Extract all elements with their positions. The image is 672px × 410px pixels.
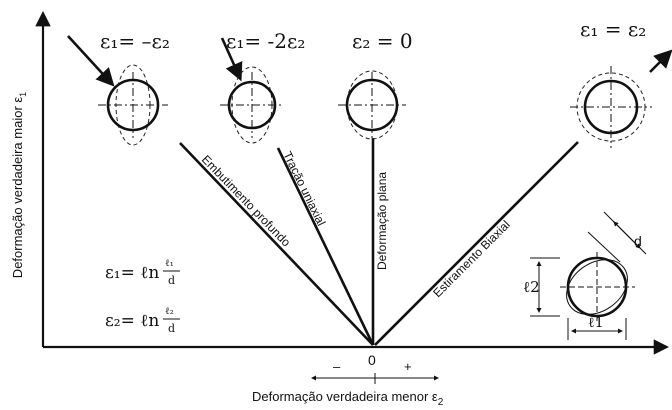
origin-label: 0 (368, 352, 376, 368)
strain-paths (67, 35, 672, 346)
l1-label: ℓ1 (588, 315, 604, 331)
x-axis-label: Deformação verdadeira menor ε2 (252, 389, 444, 408)
measure-inset: d ℓ2 ℓ1 (523, 211, 647, 340)
strain-circle-biaxial (570, 66, 652, 148)
svg-text:d: d (168, 322, 175, 335)
deep-drawing-line-top (67, 35, 115, 87)
svg-text:Estiramento Biaxial: Estiramento Biaxial (430, 218, 513, 301)
svg-text:Tração uniaxial: Tração uniaxial (280, 149, 328, 228)
svg-text:ℓ₂: ℓ₂ (165, 306, 174, 317)
formula-biaxial: ε₁ = ε₂ (580, 17, 646, 41)
label-uniaxial: Tração uniaxial (280, 149, 328, 228)
label-biaxial: Estiramento Biaxial (430, 218, 513, 301)
deep-drawing-line (179, 142, 374, 346)
definition-eps1: ε₁= ℓn ℓ₁ d (105, 258, 180, 287)
uniaxial-line (276, 147, 375, 346)
d-label: d (634, 233, 642, 249)
svg-text:Deformação plana: Deformação plana (375, 172, 389, 270)
formula-deep-drawing: ε₁= –ε₂ (100, 29, 170, 53)
svg-text:ε₂= ℓn: ε₂= ℓn (105, 311, 159, 331)
l2-label: ℓ2 (523, 278, 540, 296)
svg-text:ε₁= ℓn: ε₁= ℓn (105, 263, 159, 283)
label-plane-strain: Deformação plana (375, 172, 389, 270)
svg-text:ℓ₁: ℓ₁ (165, 258, 174, 269)
svg-text:Embutimento profundo: Embutimento profundo (199, 152, 294, 249)
plus-sign: + (404, 359, 412, 374)
formula-uniaxial: ε₁= -2ε₂ (226, 29, 305, 53)
strain-circle-uniaxial (220, 66, 284, 144)
svg-text:Deformação verdadeira maior ε1: Deformação verdadeira maior ε1 (10, 92, 28, 278)
label-deep-drawing: Embutimento profundo (199, 152, 294, 249)
strain-circle-deep-drawing (98, 64, 168, 146)
formula-plane-strain: ε₂ = 0 (352, 29, 413, 53)
svg-text:d: d (168, 274, 175, 287)
uniaxial-line-top (220, 37, 243, 82)
y-axis-label: Deformação verdadeira maior ε1 (10, 92, 28, 278)
definition-eps2: ε₂= ℓn ℓ₂ d (105, 306, 180, 335)
strain-circle-plane-strain (338, 70, 406, 140)
biaxial-line-top (649, 49, 672, 73)
minus-sign: – (333, 359, 341, 374)
biaxial-line (374, 141, 579, 346)
axes (35, 10, 670, 355)
